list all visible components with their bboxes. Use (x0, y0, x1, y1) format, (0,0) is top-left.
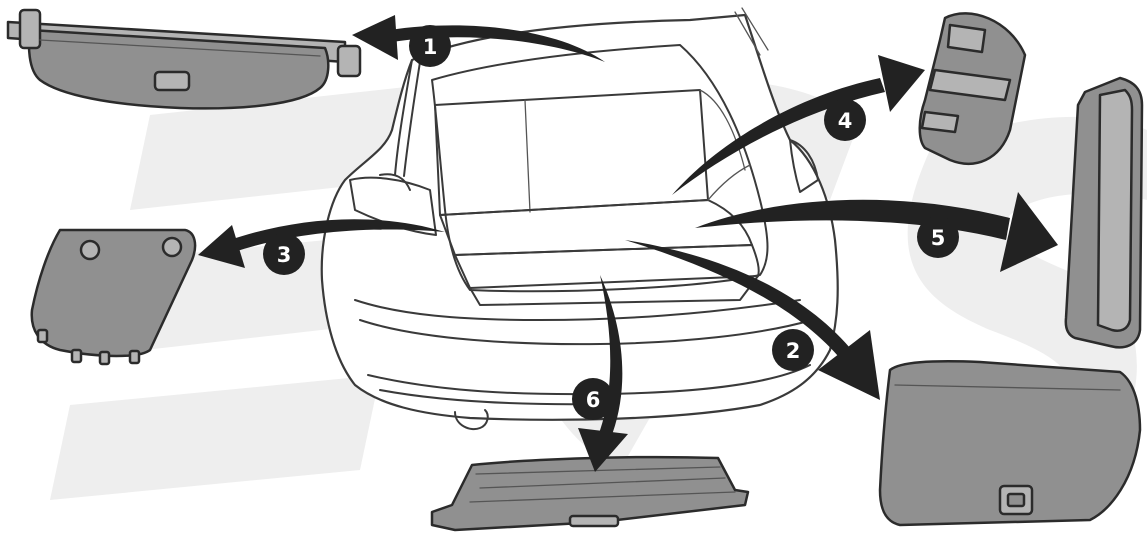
part-side-trim-panel (1066, 78, 1142, 347)
callout-2: 2 (772, 329, 814, 371)
callout-label: 2 (786, 339, 801, 363)
callout-4: 4 (824, 99, 866, 141)
callout-1: 1 (409, 25, 451, 67)
callout-label: 5 (931, 226, 946, 250)
part-sill-trim (432, 457, 748, 530)
callout-label: 6 (586, 388, 601, 412)
callout-6: 6 (572, 378, 614, 420)
callout-3: 3 (263, 233, 305, 275)
callout-label: 4 (838, 109, 853, 133)
callout-5: 5 (917, 216, 959, 258)
part-luggage-cover (8, 10, 360, 108)
callout-label: 3 (277, 243, 292, 267)
part-boot-floor-panel (880, 361, 1140, 525)
callout-label: 1 (423, 35, 438, 59)
